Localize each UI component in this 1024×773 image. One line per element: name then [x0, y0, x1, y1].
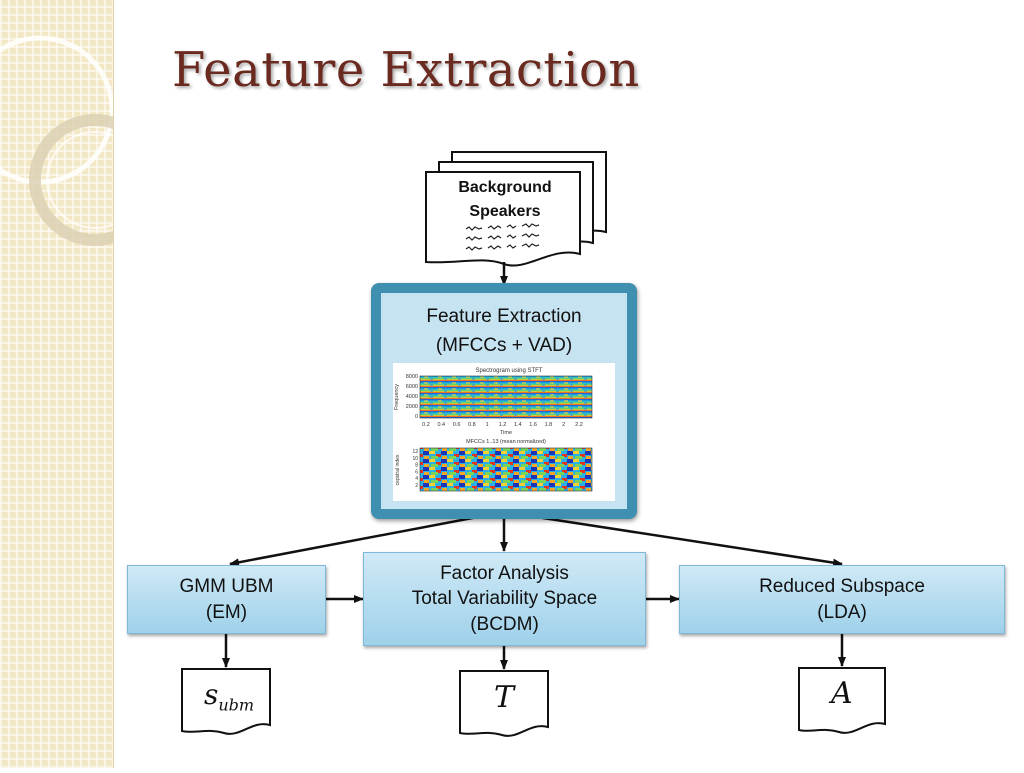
gmm-em-label: (EM): [205, 601, 248, 623]
spec-xtick-label: 2.2: [575, 422, 583, 428]
spec-ytick-label: 0: [415, 414, 418, 420]
spec-xtick-label: 2: [562, 422, 565, 428]
reduced-subspace-label: Reduced Subspace: [759, 575, 925, 597]
reduced-subspace-box: Reduced Subspace (LDA): [679, 565, 1005, 634]
a-document: [798, 667, 886, 734]
waveform-icon: [465, 223, 540, 251]
t-symbol: T: [494, 680, 515, 715]
mfcc-plot: [420, 448, 592, 491]
page-title: Feature Extraction: [172, 42, 640, 98]
lda-label: (LDA): [817, 601, 867, 623]
spec-xtick-label: 1: [486, 422, 489, 428]
spec-xtick-label: 0.4: [437, 422, 445, 428]
bcdm-label: (BCDM): [470, 613, 539, 635]
ubm-subscript: ubm: [218, 695, 255, 715]
mfcc-ytick-label: 2: [415, 483, 418, 489]
decorative-sidebar: [0, 0, 161, 768]
feature-extraction-inner: Feature Extraction (MFCCs + VAD): [381, 293, 627, 509]
spec-ytick-label: 6000: [406, 384, 418, 390]
spec-xtick-label: 1.6: [529, 422, 537, 428]
factor-analysis-label: Factor Analysis: [440, 562, 569, 584]
total-variability-label: Total Variability Space: [411, 588, 598, 610]
spectrogram-figure: Spectrogram using STFT 8000 6000 4000 2000 0…: [393, 363, 615, 501]
mfcc-ytick-label: 6: [415, 469, 418, 475]
s-letter: s: [204, 678, 219, 711]
mfcc-ytick-label: 10: [412, 456, 418, 462]
spectrogram-ylabel: Frequency: [394, 384, 400, 410]
t-document: [459, 670, 549, 737]
speakers-label: Speakers: [469, 203, 541, 220]
mfcc-title: MFCCs 1..13 (mean normalized): [466, 439, 546, 445]
feature-extraction-box: Feature Extraction (MFCCs + VAD): [371, 283, 637, 519]
spectrogram-plot: [420, 376, 592, 418]
a-symbol: A: [831, 676, 853, 711]
background-label: Background: [458, 179, 552, 196]
spec-xtick-label: 0.2: [422, 422, 430, 428]
gmm-ubm-label: GMM UBM: [179, 575, 274, 597]
background-speakers-document: [425, 151, 607, 267]
spec-xtick-label: 1.2: [499, 422, 507, 428]
spec-xtick-label: 1.8: [545, 422, 553, 428]
subm-document: [181, 668, 271, 735]
factor-analysis-box: Factor Analysis Total Variability Space …: [363, 552, 646, 646]
spec-xtick-label: 0.8: [468, 422, 476, 428]
spec-xtick-label: 1.4: [514, 422, 522, 428]
feature-extraction-title: Feature Extraction: [426, 306, 582, 327]
feature-extraction-subtitle: (MFCCs + VAD): [435, 335, 573, 356]
spectrogram-title: Spectrogram using STFT: [475, 368, 542, 374]
spec-ytick-label: 2000: [406, 404, 418, 410]
arrow-feature-to-lda: [503, 510, 843, 567]
spec-ytick-label: 4000: [406, 394, 418, 400]
spectrogram-xlabel: Time: [500, 430, 512, 436]
mfcc-ytick-label: 8: [415, 463, 418, 469]
arrow-feature-to-gmm: [229, 510, 505, 567]
mfcc-ytick-label: 4: [415, 476, 418, 482]
spec-ytick-label: 8000: [406, 374, 418, 380]
mfcc-ylabel: cepstral index: [395, 454, 401, 485]
gmm-ubm-box: GMM UBM (EM): [127, 565, 326, 634]
mfcc-ytick-label: 12: [412, 449, 418, 455]
subm-symbol: subm: [204, 678, 254, 715]
spec-xtick-label: 0.6: [453, 422, 461, 428]
